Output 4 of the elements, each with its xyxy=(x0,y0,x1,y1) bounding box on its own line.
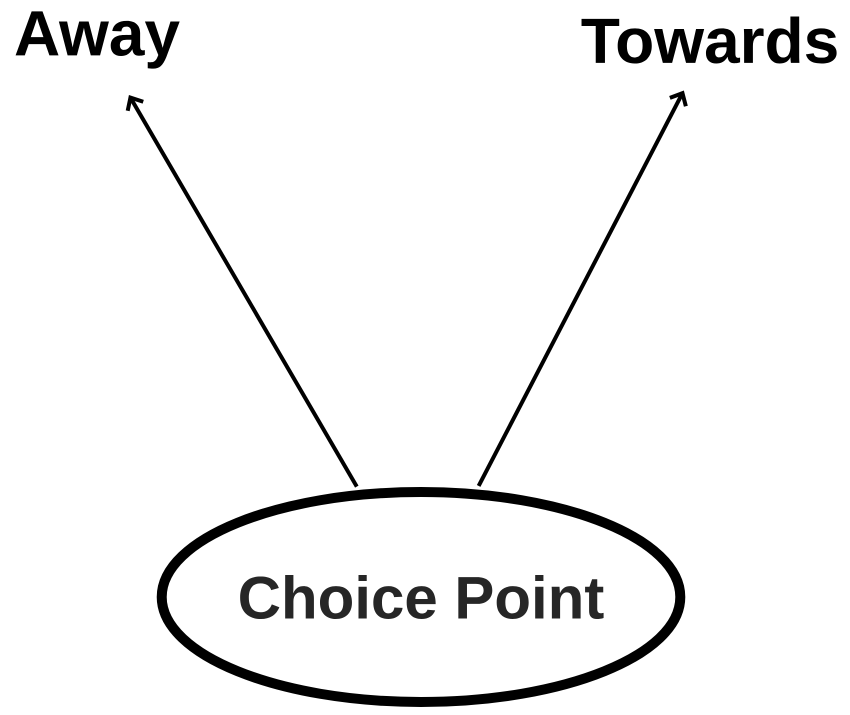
direction-label: Towards xyxy=(582,16,837,64)
arrow xyxy=(126,95,359,488)
direction-label: Away xyxy=(16,11,180,69)
arrow xyxy=(476,90,688,487)
